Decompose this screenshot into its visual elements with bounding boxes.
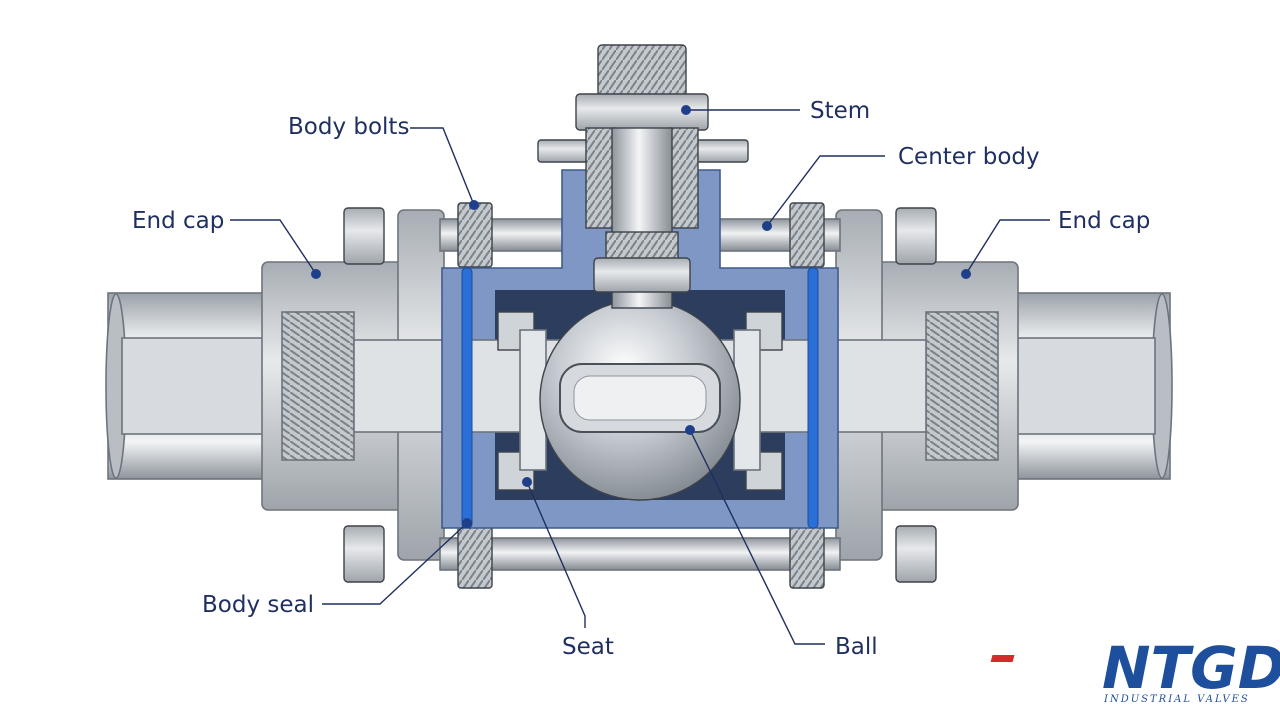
label-end-cap-left: End cap [132,208,224,234]
right-pipe [999,292,1173,480]
label-end-cap-right: End cap [1058,208,1150,234]
brand-accent-bar [990,655,1015,662]
left-pipe [105,292,279,480]
label-stem: Stem [810,98,870,124]
label-body-seal: Body seal [202,592,314,618]
right-end-cap [825,209,1019,561]
label-center-body: Center body [898,144,1040,170]
stem-assembly [537,44,749,309]
brand-logo: NTGD INDUSTRIAL VALVES [990,634,1280,705]
brand-tagline: INDUSTRIAL VALVES [1103,694,1250,705]
left-end-cap [261,209,455,561]
label-ball: Ball [835,634,878,660]
leader-lines [230,105,1050,645]
seats [497,311,783,491]
brand-logo-text: NTGD [1102,634,1280,702]
label-body-bolts: Body bolts [288,114,409,140]
label-seat: Seat [562,634,614,660]
